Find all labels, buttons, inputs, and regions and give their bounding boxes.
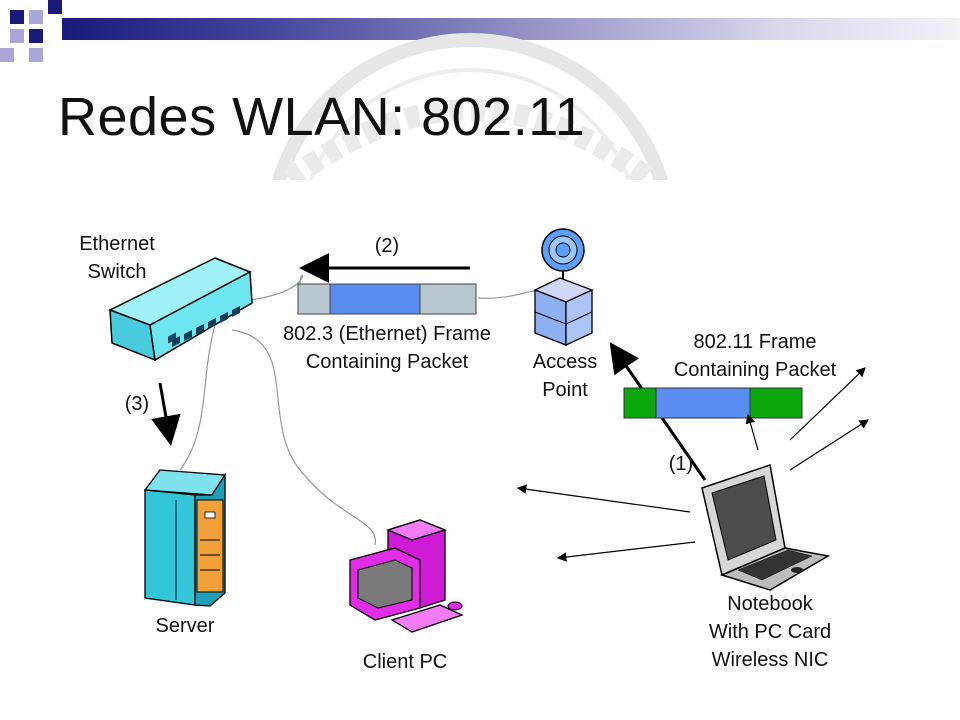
switch-label-line-2: Switch — [87, 261, 147, 283]
corner-square-navy — [29, 29, 43, 43]
step-1-label: (1) — [668, 453, 694, 475]
switch-label-line-1: Ethernet — [79, 233, 155, 255]
ethernet-frame-label: 802.3 (Ethernet) Frame Containing Packet — [252, 320, 522, 376]
corner-square-lavender — [0, 48, 14, 62]
wifi-frame-label: 802.11 Frame Containing Packet — [645, 328, 865, 384]
header-bar — [62, 18, 960, 40]
access-point-icon — [533, 228, 594, 347]
corner-square-navy — [10, 10, 24, 24]
ethernet-frame-label-line-2: Containing Packet — [305, 351, 469, 373]
notebook-label: Notebook With PC Card Wireless NIC — [680, 590, 860, 674]
access-point-label-line-1: Access — [532, 351, 598, 373]
wifi-frame-graphic — [623, 387, 803, 419]
corner-square-lavender — [29, 48, 43, 62]
ethernet-switch-icon — [108, 257, 253, 362]
server-icon — [143, 469, 227, 607]
arrow-3 — [151, 382, 181, 446]
step-3-label: (3) — [124, 393, 150, 415]
wifi-frame-label-line-2: Containing Packet — [673, 359, 837, 381]
switch-label: Ethernet Switch — [62, 230, 172, 286]
slide-title: Redes WLAN: 802.11 — [58, 87, 586, 147]
radio-emission-arrows — [516, 367, 870, 562]
ethernet-frame-label-line-1: 802.3 (Ethernet) Frame — [283, 323, 491, 345]
access-point-label-line-2: Point — [542, 379, 588, 401]
client-pc-icon — [349, 519, 464, 633]
notebook-label-line-2: With PC Card — [708, 621, 832, 643]
corner-square-lavender — [10, 29, 24, 43]
seal-watermark — [271, 33, 669, 180]
corner-square-lavender — [29, 10, 43, 24]
ethernet-frame-graphic — [297, 283, 477, 315]
step-2-label: (2) — [374, 235, 400, 257]
corner-square-navy — [48, 0, 62, 14]
notebook-icon — [701, 464, 831, 591]
notebook-label-line-1: Notebook — [727, 593, 813, 615]
server-label: Server — [155, 615, 215, 637]
notebook-label-line-3: Wireless NIC — [711, 649, 829, 671]
access-point-label: Access Point — [520, 348, 610, 404]
wifi-frame-label-line-1: 802.11 Frame — [693, 331, 817, 353]
client-pc-label: Client PC — [362, 651, 448, 673]
